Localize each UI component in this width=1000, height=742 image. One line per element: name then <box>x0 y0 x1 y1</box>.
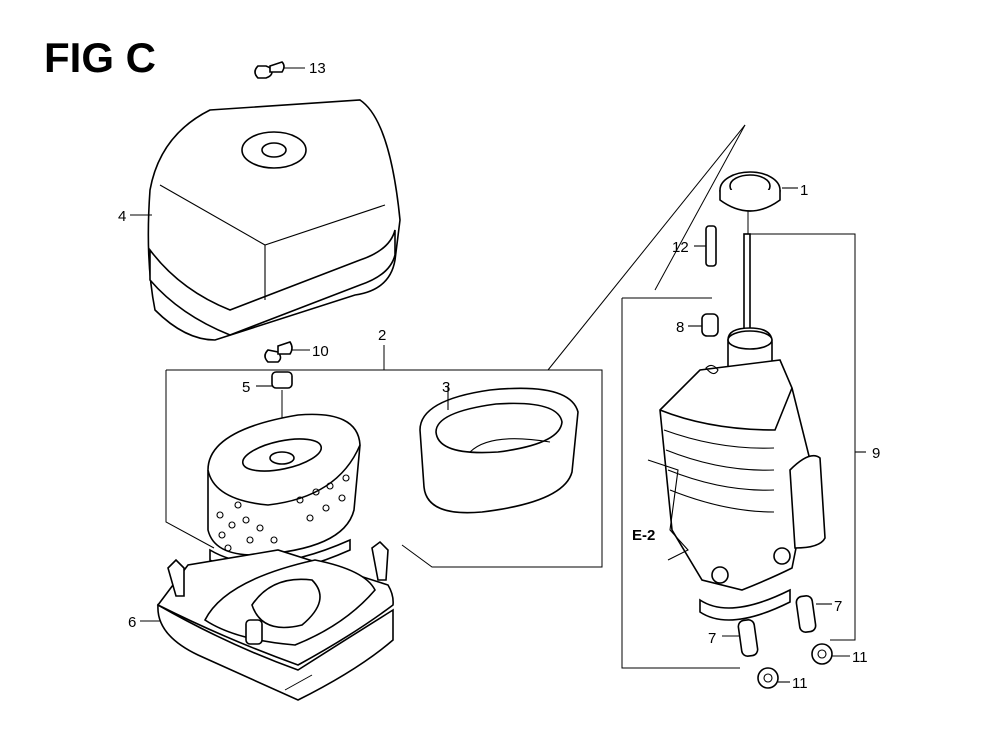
figure-title: FIG C <box>44 34 156 81</box>
seal-ring-1[interactable] <box>719 171 798 212</box>
callout-7a: 7 <box>708 630 716 647</box>
callout-4: 4 <box>118 208 126 225</box>
callout-11b: 11 <box>852 649 868 666</box>
stud-bolt-12[interactable] <box>694 225 717 267</box>
callout-3: 3 <box>442 379 450 396</box>
tube-7b[interactable] <box>795 595 832 633</box>
callout-7b: 7 <box>834 598 842 615</box>
callout-2: 2 <box>378 327 386 344</box>
perforation-holes <box>216 474 350 552</box>
callout-13: 13 <box>309 60 326 77</box>
collar-8[interactable] <box>688 313 719 337</box>
tube-7a[interactable] <box>722 619 759 657</box>
nut-11b[interactable] <box>811 643 850 665</box>
air-filter-element-2[interactable] <box>207 413 361 574</box>
callout-10: 10 <box>312 343 329 360</box>
callout-12: 12 <box>672 239 689 256</box>
air-cleaner-base-6[interactable] <box>140 540 394 701</box>
callout-5: 5 <box>242 379 250 396</box>
elbow-body-9[interactable] <box>659 233 866 621</box>
callout-8: 8 <box>676 319 684 336</box>
foam-prefilter-3[interactable] <box>419 386 579 514</box>
callout-9: 9 <box>872 445 880 462</box>
callout-11a: 11 <box>792 675 808 692</box>
wing-nut-13[interactable] <box>254 61 305 79</box>
assembly-2-bracket <box>165 124 746 568</box>
reference-e2: E-2 <box>632 527 655 544</box>
wing-nut-10[interactable] <box>264 341 310 363</box>
nut-11a[interactable] <box>757 667 790 689</box>
callout-6: 6 <box>128 614 136 631</box>
reference-e2-arrow <box>647 459 689 561</box>
callout-1: 1 <box>800 182 808 199</box>
air-cleaner-cover-4[interactable] <box>130 99 401 341</box>
